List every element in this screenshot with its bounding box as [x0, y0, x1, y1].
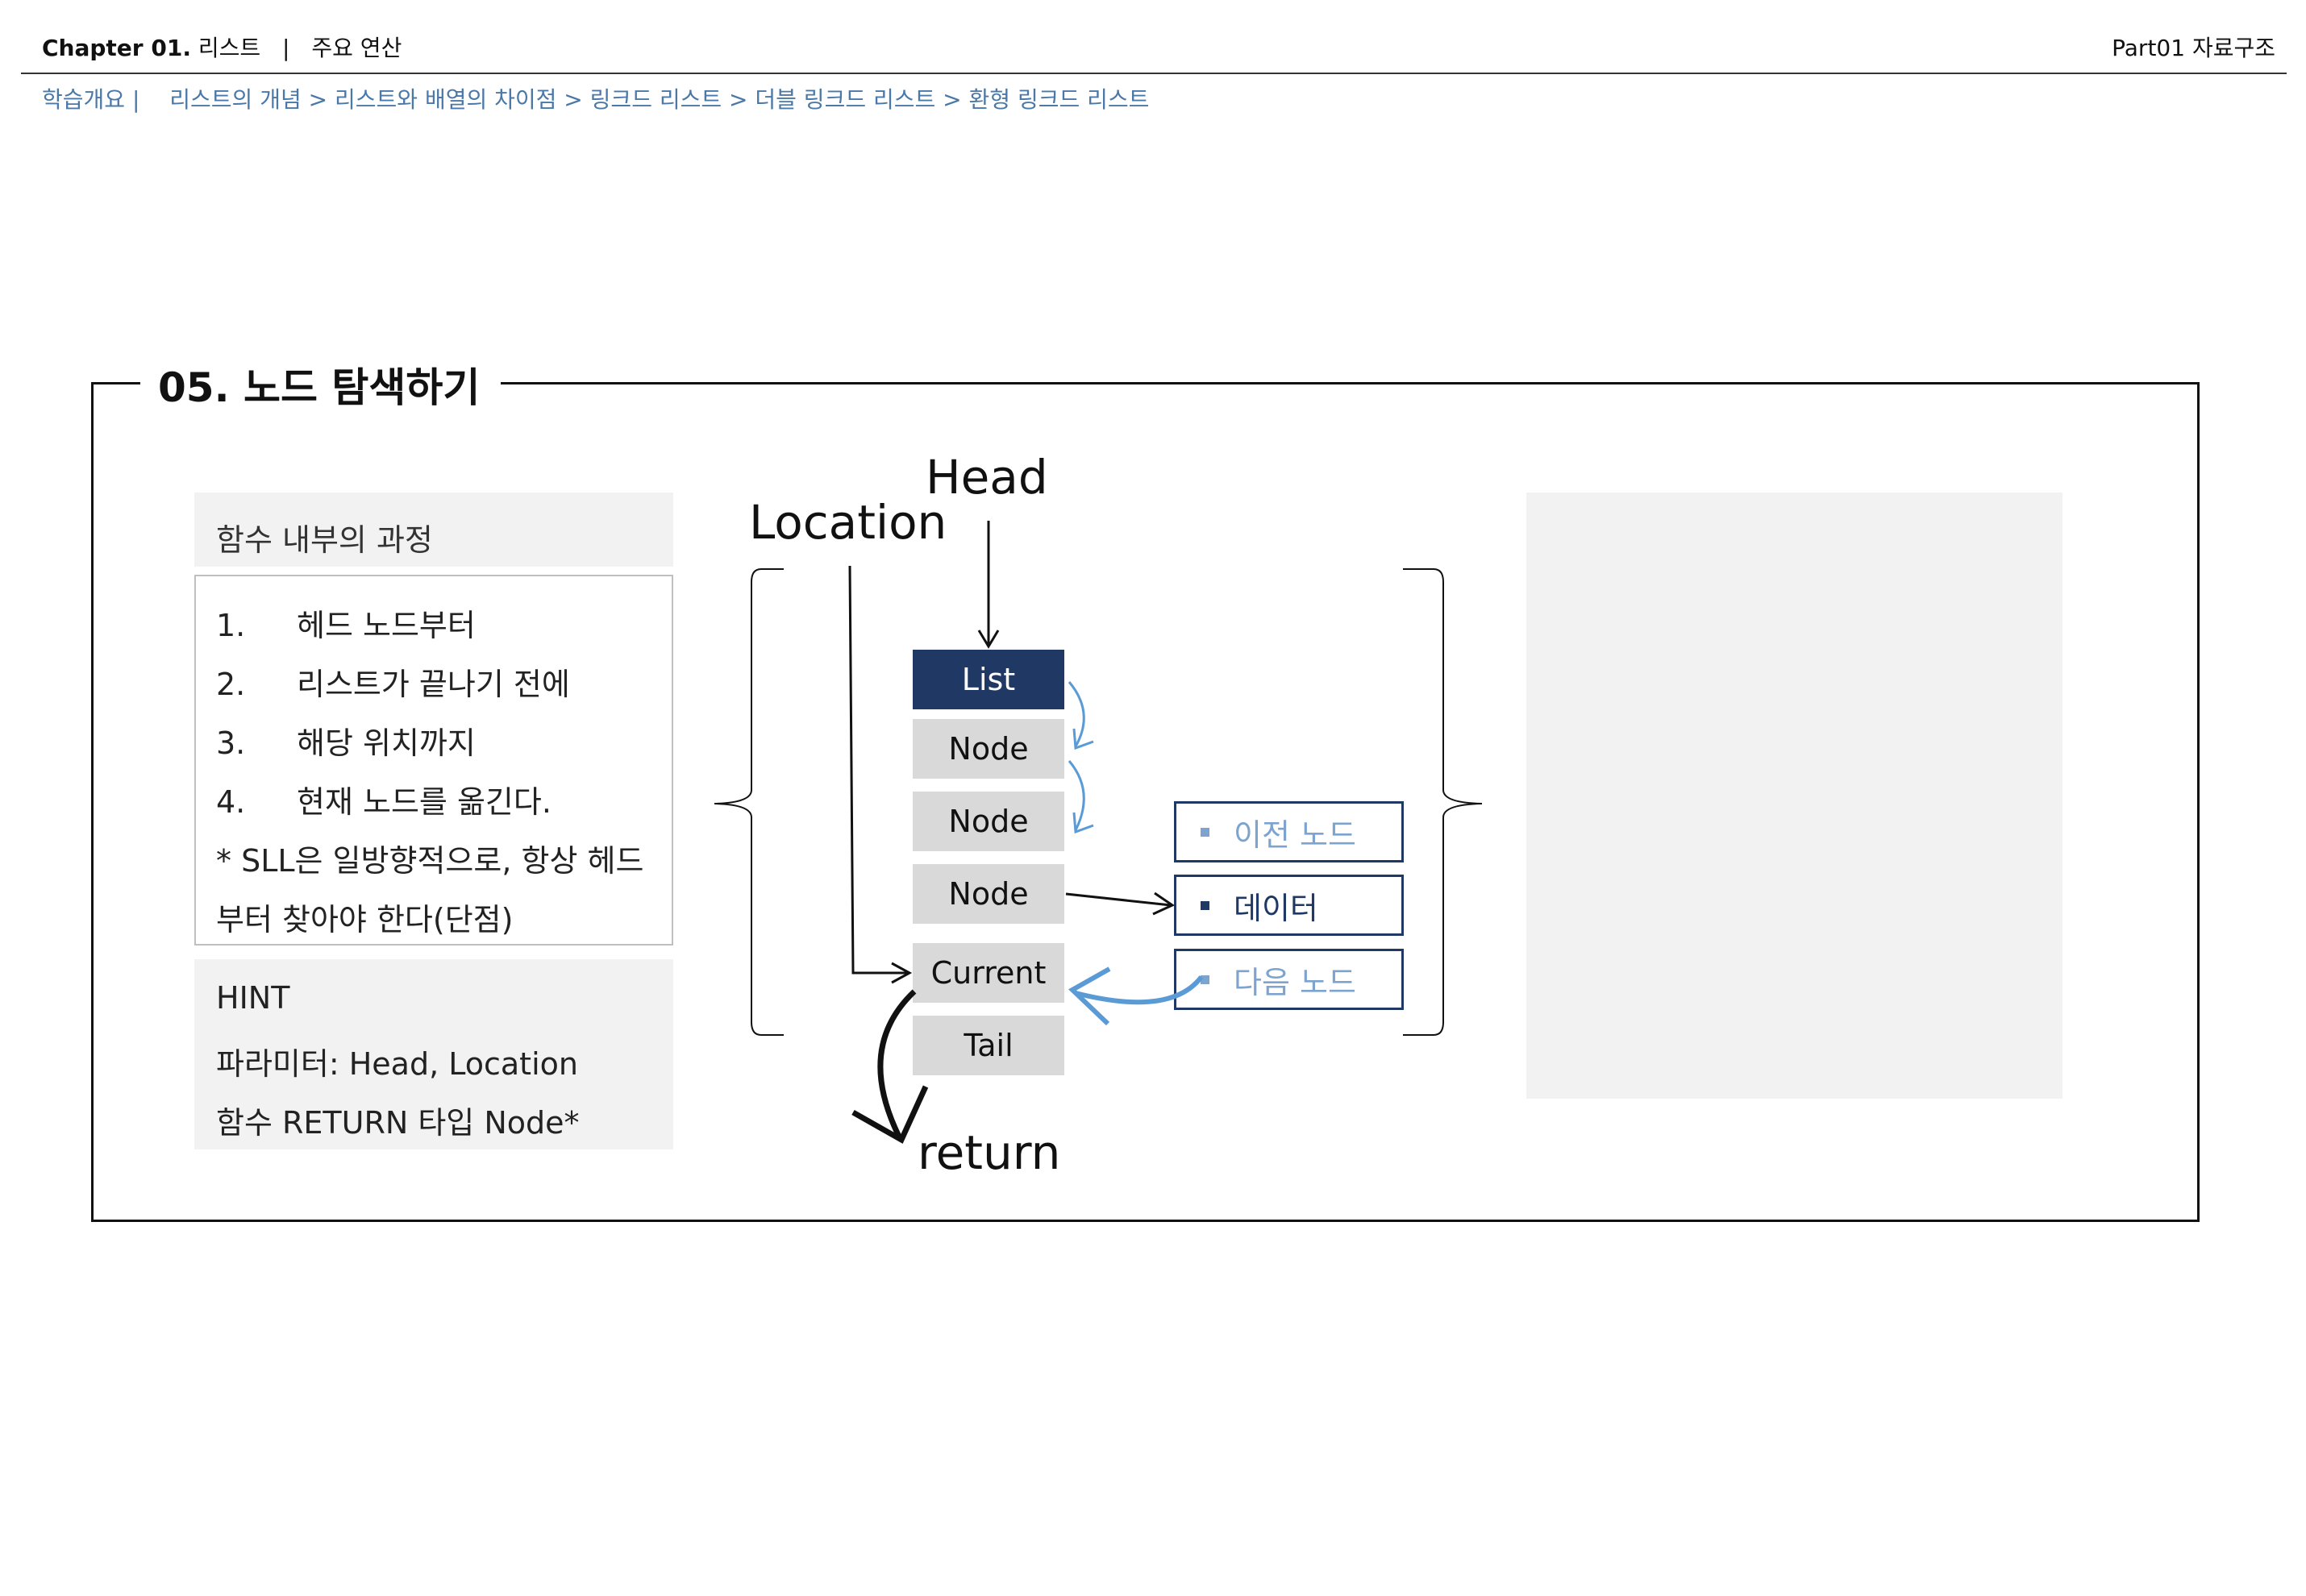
header-divider [21, 73, 2287, 74]
step-item: 1. 헤드 노드부터 [216, 601, 476, 645]
section-frame [91, 382, 2200, 1222]
step-text: 리스트가 끝나기 전에 [297, 667, 570, 702]
chapter-topic: 리스트 [198, 35, 261, 61]
process-heading-box: 함수 내부의 과정 [194, 493, 673, 567]
note-line: * SLL은 일방향적으로, 항상 헤드 [216, 843, 644, 879]
location-label: Location [749, 495, 947, 550]
field-label: 다음 노드 [1234, 964, 1356, 1000]
head-label: Head [926, 450, 1048, 505]
data-field: 데이터 [1174, 875, 1404, 936]
step-item: 3. 해당 위치까지 [216, 718, 476, 763]
image-placeholder [1526, 493, 2062, 1099]
step-text: 헤드 노드부터 [297, 608, 476, 643]
step-item: 2. 리스트가 끝나기 전에 [216, 659, 570, 704]
section-title: 05. 노드 탐색하기 [140, 355, 502, 414]
field-label: 데이터 [1234, 890, 1318, 926]
step-number: 1. [216, 608, 246, 643]
header-separator: | [282, 35, 290, 61]
node-box: Node [913, 864, 1064, 924]
next-node-field: 다음 노드 [1174, 949, 1404, 1010]
section-name: 주요 연산 [311, 35, 402, 61]
breadcrumb-overview[interactable]: 학습개요 | [42, 86, 140, 113]
chapter-header: Chapter 01. 리스트 | 주요 연산 [42, 31, 402, 63]
step-number: 2. [216, 667, 246, 702]
field-label: 이전 노드 [1234, 817, 1356, 853]
step-number: 3. [216, 725, 246, 761]
breadcrumb: 학습개요 | 리스트의 개념 > 리스트와 배열의 차이점 > 링크드 리스트 … [42, 82, 1149, 114]
return-label: return [918, 1125, 1061, 1180]
step-item: 4. 현재 노드를 옮긴다. [216, 777, 552, 821]
hint-title: HINT [216, 980, 290, 1016]
part-header: Part01 자료구조 [2112, 31, 2275, 63]
step-text: 현재 노드를 옮긴다. [297, 784, 552, 820]
node-box: Node [913, 792, 1064, 851]
current-node: Current [913, 943, 1064, 1003]
breadcrumb-trail[interactable]: 리스트의 개념 > 리스트와 배열의 차이점 > 링크드 리스트 > 더블 링크… [169, 86, 1150, 113]
step-number: 4. [216, 784, 246, 820]
bullet-icon [1201, 975, 1209, 984]
note-line: 부터 찾아야 한다(단점) [216, 902, 514, 937]
process-heading: 함수 내부의 과정 [216, 522, 433, 558]
hint-parameters: 파라미터: Head, Location [216, 1046, 578, 1082]
hint-box: HINT 파라미터: Head, Location 함수 RETURN 타입 N… [194, 959, 673, 1149]
bullet-icon [1201, 900, 1209, 910]
tail-node: Tail [913, 1016, 1064, 1075]
hint-return-type: 함수 RETURN 타입 Node* [216, 1105, 580, 1141]
list-node: List [913, 650, 1064, 709]
chapter-number: Chapter 01. [42, 35, 191, 61]
part-topic: 자료구조 [2192, 35, 2275, 61]
node-box: Node [913, 719, 1064, 779]
prev-node-field: 이전 노드 [1174, 801, 1404, 862]
part-number: Part01 [2112, 35, 2186, 61]
bullet-icon [1201, 827, 1209, 837]
step-text: 해당 위치까지 [297, 725, 476, 761]
process-steps-box: 1. 헤드 노드부터 2. 리스트가 끝나기 전에 3. 해당 위치까지 4. 현재 노… [194, 575, 673, 946]
